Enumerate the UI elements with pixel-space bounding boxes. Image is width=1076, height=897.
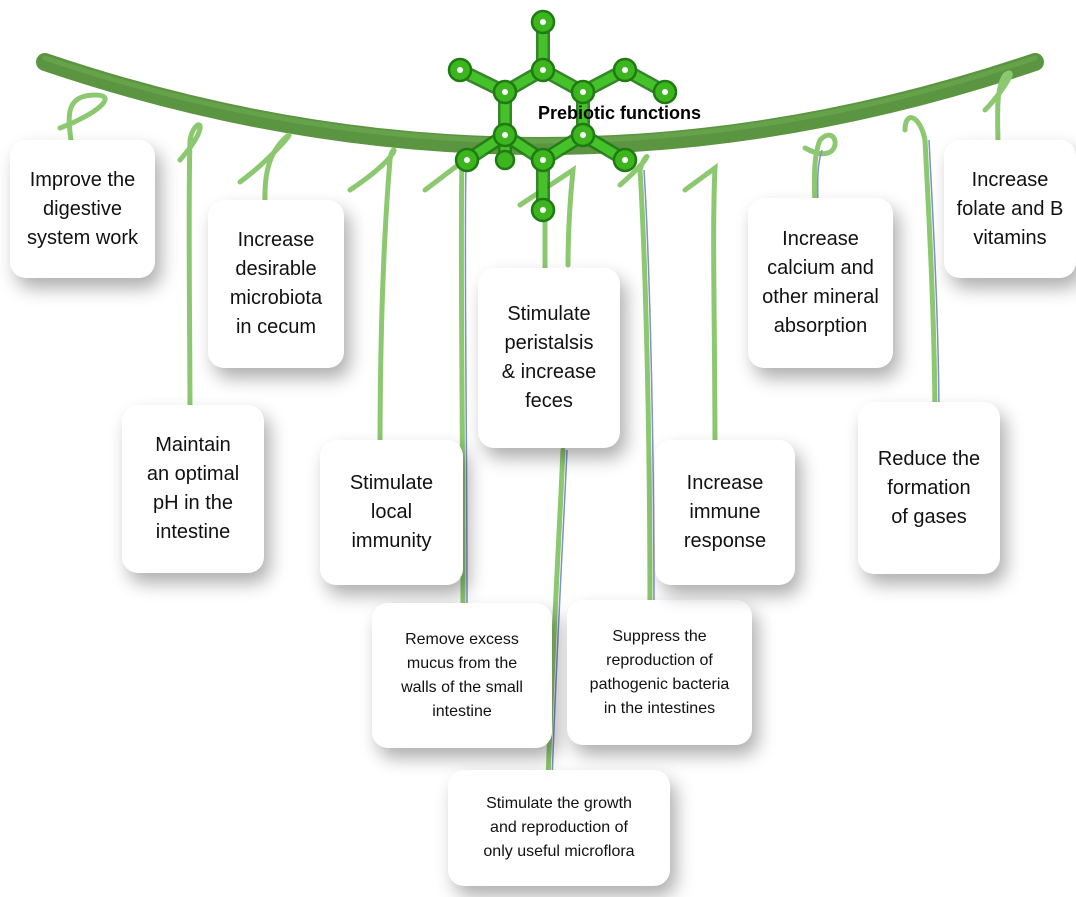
function-label: Remove excess mucus from the walls of th… (401, 630, 523, 720)
vine-11 (802, 132, 838, 218)
function-label: Increase desirable microbiota in cecum (229, 229, 323, 338)
function-label: Stimulate the growth and reproduction of… (483, 795, 635, 860)
vine-7 (517, 165, 577, 268)
function-label: Increase immune response (683, 472, 767, 552)
function-card: Increase folate and B vitamins (944, 140, 1076, 278)
vine-9 (617, 154, 653, 615)
vine-3 (177, 122, 203, 431)
function-card: Improve the digestive system work (10, 140, 155, 278)
function-card: Increase immune response (655, 440, 795, 585)
function-label: Suppress the reproduction of pathogenic … (589, 627, 730, 717)
function-label: Increase folate and B vitamins (956, 168, 1064, 249)
diagram-title: Prebiotic functions (538, 103, 702, 123)
vine-12 (902, 115, 938, 431)
function-card: Increase desirable microbiota in cecum (208, 200, 344, 368)
function-card: Remove excess mucus from the walls of th… (372, 603, 552, 748)
function-card: Suppress the reproduction of pathogenic … (567, 600, 752, 745)
function-label: Stimulate local immunity (349, 472, 434, 552)
function-label: Stimulate peristalsis & increase feces (501, 303, 597, 412)
vine-2 (237, 132, 292, 221)
function-card: Reduce the formation of gases (858, 402, 1000, 574)
vine-4 (347, 147, 397, 458)
function-card: Stimulate peristalsis & increase feces (478, 268, 620, 448)
branch-highlight (42, 55, 1038, 144)
function-card: Maintain an optimal pH in the intestine (122, 405, 264, 573)
branch (36, 53, 1044, 155)
function-card: Stimulate the growth and reproduction of… (448, 770, 670, 886)
function-label: Increase calcium and other mineral absor… (762, 228, 879, 337)
function-label: Improve the digestive system work (26, 168, 139, 249)
vine-13 (982, 70, 1013, 151)
molecule-icon (447, 9, 678, 223)
function-card: Stimulate local immunity (320, 440, 463, 585)
function-label: Maintain an optimal pH in the intestine (146, 434, 240, 543)
vine-10 (682, 162, 718, 458)
vine-1 (57, 92, 108, 153)
function-card: Increase calcium and other mineral absor… (748, 198, 893, 368)
function-label: Reduce the formation of gases (877, 447, 981, 528)
